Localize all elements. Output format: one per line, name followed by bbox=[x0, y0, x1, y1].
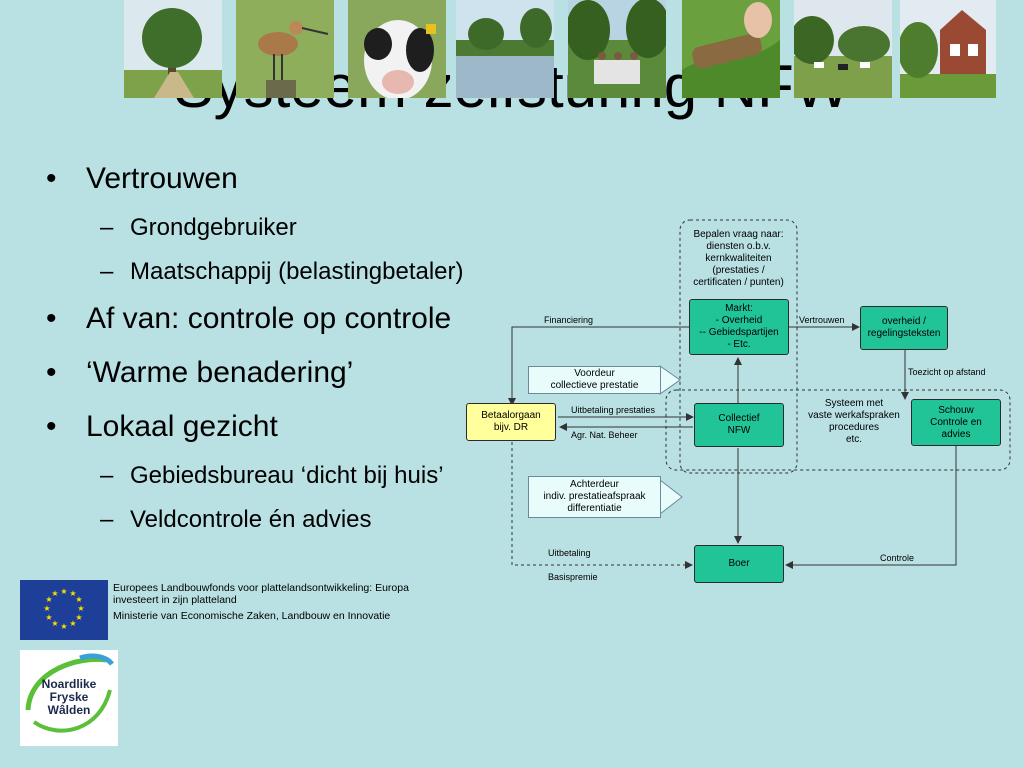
svg-text:★: ★ bbox=[75, 613, 82, 622]
sub-bullet-text: Grondgebruiker bbox=[130, 214, 297, 241]
uitbetaling-label: Uitbetaling bbox=[548, 548, 591, 558]
bullet-item: • Lokaal gezicht bbox=[46, 410, 516, 444]
svg-text:★: ★ bbox=[60, 622, 67, 631]
vertrouwen-label: Vertrouwen bbox=[799, 315, 845, 325]
svg-text:★: ★ bbox=[77, 604, 84, 613]
voordeur-callout: Voordeur collectieve prestatie bbox=[528, 366, 661, 394]
sub-bullet-dash: – bbox=[100, 506, 114, 533]
bullet-text: Af van: controle op controle bbox=[86, 302, 452, 335]
bullet-text: Lokaal gezicht bbox=[86, 410, 278, 443]
pond-photo-icon bbox=[456, 0, 554, 98]
toezicht-label: Toezicht op afstand bbox=[908, 367, 986, 377]
svg-text:★: ★ bbox=[45, 595, 52, 604]
basispremie-label: Basispremie bbox=[548, 572, 598, 582]
bullet-dot: • bbox=[46, 410, 57, 443]
bullet-text: ‘Warme benadering’ bbox=[86, 356, 354, 389]
collectief-nfw-node: Collectief NFW bbox=[694, 403, 784, 447]
svg-text:★: ★ bbox=[75, 595, 82, 604]
sub-bullet-text: Gebiedsbureau ‘dicht bij huis’ bbox=[130, 462, 444, 489]
tree-photo-icon bbox=[124, 0, 222, 98]
ministry-line: Ministerie van Economische Zaken, Landbo… bbox=[113, 610, 391, 622]
controle-label: Controle bbox=[880, 553, 915, 563]
svg-text:★: ★ bbox=[60, 587, 67, 596]
uitbetaling-prestaties-label: Uitbetaling prestaties bbox=[571, 405, 656, 415]
sub-bullet-item: –Veldcontrole én advies bbox=[46, 506, 516, 534]
bullet-item: • ‘Warme benadering’ bbox=[46, 356, 516, 390]
bullet-dot: • bbox=[46, 356, 57, 389]
sub-bullet-dash: – bbox=[100, 258, 114, 285]
schouw-node: Schouw Controle en advies bbox=[911, 399, 1001, 446]
sub-bullet-item: –Grondgebruiker bbox=[46, 214, 516, 242]
svg-text:★: ★ bbox=[69, 619, 76, 628]
betaalorgaan-node: Betaalorgaan bijv. DR bbox=[466, 403, 556, 441]
systeem-text: Systeem met vaste werkafspraken procedur… bbox=[808, 398, 900, 445]
voordeur-pointer bbox=[659, 365, 681, 395]
agr-nat-beheer-label: Agr. Nat. Beheer bbox=[571, 430, 638, 440]
bullet-dot: • bbox=[46, 162, 57, 195]
soil-inspection-photo-icon bbox=[682, 0, 780, 98]
bullet-text: Vertrouwen bbox=[86, 162, 238, 195]
sub-bullet-item: –Gebiedsbureau ‘dicht bij huis’ bbox=[46, 462, 516, 490]
markt-node: Markt: - Overheid -- Gebiedspartijen - E… bbox=[689, 299, 789, 355]
sub-bullet-text: Maatschappij (belastingbetaler) bbox=[130, 258, 464, 285]
godwit-bird-photo-icon bbox=[236, 0, 334, 98]
bullet-list: •Vertrouwen –Grondgebruiker –Maatschappi… bbox=[46, 162, 516, 550]
grazing-cows-photo-icon bbox=[794, 0, 892, 98]
sub-bullet-dash: – bbox=[100, 462, 114, 489]
farmhouse-photo-icon bbox=[900, 0, 996, 98]
svg-text:★: ★ bbox=[45, 613, 52, 622]
boer-node: Boer bbox=[694, 545, 784, 583]
bepalen-vraag-text: Bepalen vraag naar: diensten o.b.v. kern… bbox=[693, 229, 784, 288]
nfw-logo: Noardlike Fryske Wâlden bbox=[20, 650, 118, 746]
achterdeur-pointer bbox=[659, 478, 683, 516]
cow-photo-icon bbox=[348, 0, 446, 98]
bullet-item: • Vertrouwen bbox=[46, 162, 516, 196]
bullet-item: • Af van: controle op controle bbox=[46, 302, 516, 336]
achterdeur-callout: Achterdeur indiv. prestatieafspraak diff… bbox=[528, 476, 661, 518]
sub-bullet-text: Veldcontrole én advies bbox=[130, 506, 372, 533]
eu-funding-text: Europees Landbouwfonds voor plattelandso… bbox=[113, 582, 413, 626]
svg-text:★: ★ bbox=[51, 589, 58, 598]
svg-text:★: ★ bbox=[43, 604, 50, 613]
financiering-label: Financiering bbox=[544, 315, 594, 325]
bullet-dot: • bbox=[46, 302, 57, 335]
svg-text:★: ★ bbox=[69, 589, 76, 598]
logo-text: Noardlike Fryske Wâlden bbox=[41, 677, 97, 717]
sub-bullet-dash: – bbox=[100, 214, 114, 241]
eu-fund-line: Europees Landbouwfonds voor plattelandso… bbox=[113, 582, 409, 606]
meeting-outdoors-photo-icon bbox=[568, 0, 666, 98]
controle-arrow bbox=[785, 446, 957, 569]
sub-bullet-item: –Maatschappij (belastingbetaler) bbox=[46, 258, 516, 286]
eu-flag-icon: ★★★ ★★★ ★★★ ★★★ bbox=[20, 580, 108, 640]
svg-text:★: ★ bbox=[51, 619, 58, 628]
overheid-node: overheid / regelingsteksten bbox=[860, 306, 948, 350]
